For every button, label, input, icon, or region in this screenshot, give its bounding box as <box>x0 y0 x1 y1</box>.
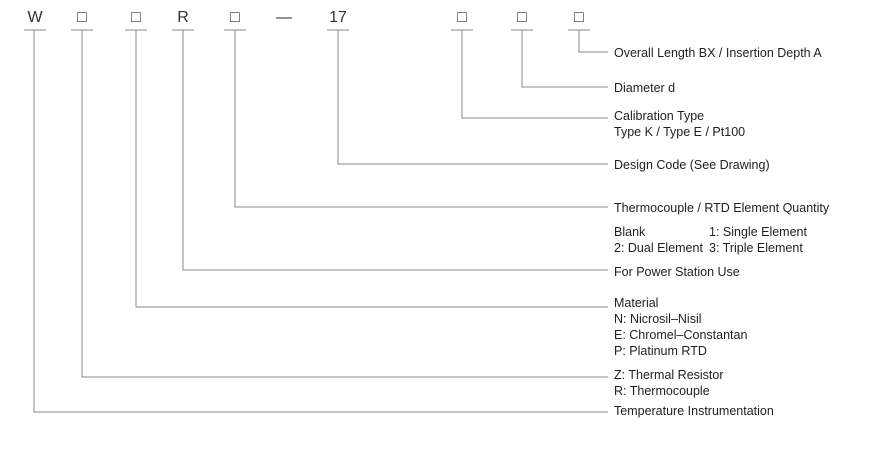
label-calibration-block: Calibration Type Type K / Type E / Pt100 <box>614 108 745 140</box>
label-design-code: Design Code (See Drawing) <box>614 158 770 172</box>
code-placeholder-material: □ <box>131 9 141 26</box>
material-option-n: N: Nicrosil–Nisil <box>614 312 702 326</box>
code-dash: — <box>276 9 292 26</box>
option-blank: Blank <box>614 225 646 239</box>
leader-element-quantity <box>234 30 608 208</box>
option-triple-element: 3: Triple Element <box>709 241 803 255</box>
code-design-17: 17 <box>329 9 347 26</box>
leader-calibration <box>461 30 608 119</box>
code-placeholder-calibration: □ <box>457 9 467 26</box>
code-placeholder-diameter: □ <box>517 9 527 26</box>
leader-overall-length <box>578 30 608 53</box>
type-option-z: Z: Thermal Resistor <box>614 368 724 382</box>
leader-power-station <box>182 30 608 271</box>
label-material-block: Material N: Nicrosil–Nisil E: Chromel–Co… <box>614 295 747 359</box>
label-overall-length: Overall Length BX / Insertion Depth A <box>614 46 822 60</box>
option-single-element: 1: Single Element <box>709 225 807 239</box>
label-category: Temperature Instrumentation <box>614 404 774 418</box>
leader-design-code <box>337 30 608 165</box>
label-calibration-title: Calibration Type <box>614 109 705 123</box>
code-placeholder-type: □ <box>77 9 87 26</box>
material-option-e: E: Chromel–Constantan <box>614 328 748 342</box>
label-element-quantity: Thermocouple / RTD Element Quantity <box>614 201 830 215</box>
code-letter-w: W <box>27 9 43 26</box>
label-calibration-values: Type K / Type E / Pt100 <box>614 125 746 139</box>
material-option-p: P: Platinum RTD <box>614 344 707 358</box>
type-option-r: R: Thermocouple <box>614 384 710 398</box>
code-placeholder-quantity: □ <box>230 9 240 26</box>
leader-material <box>135 30 608 308</box>
code-placeholder-length: □ <box>574 9 584 26</box>
label-power-station: For Power Station Use <box>614 265 740 279</box>
leader-diameter <box>521 30 608 88</box>
code-letter-r: R <box>177 9 189 26</box>
label-material-title: Material <box>614 296 659 310</box>
label-type-block: Z: Thermal Resistor R: Thermocouple <box>614 367 724 399</box>
leader-type <box>81 30 608 378</box>
leader-category <box>33 30 608 413</box>
label-diameter: Diameter d <box>614 81 676 95</box>
option-dual-element: 2: Dual Element <box>614 241 703 255</box>
